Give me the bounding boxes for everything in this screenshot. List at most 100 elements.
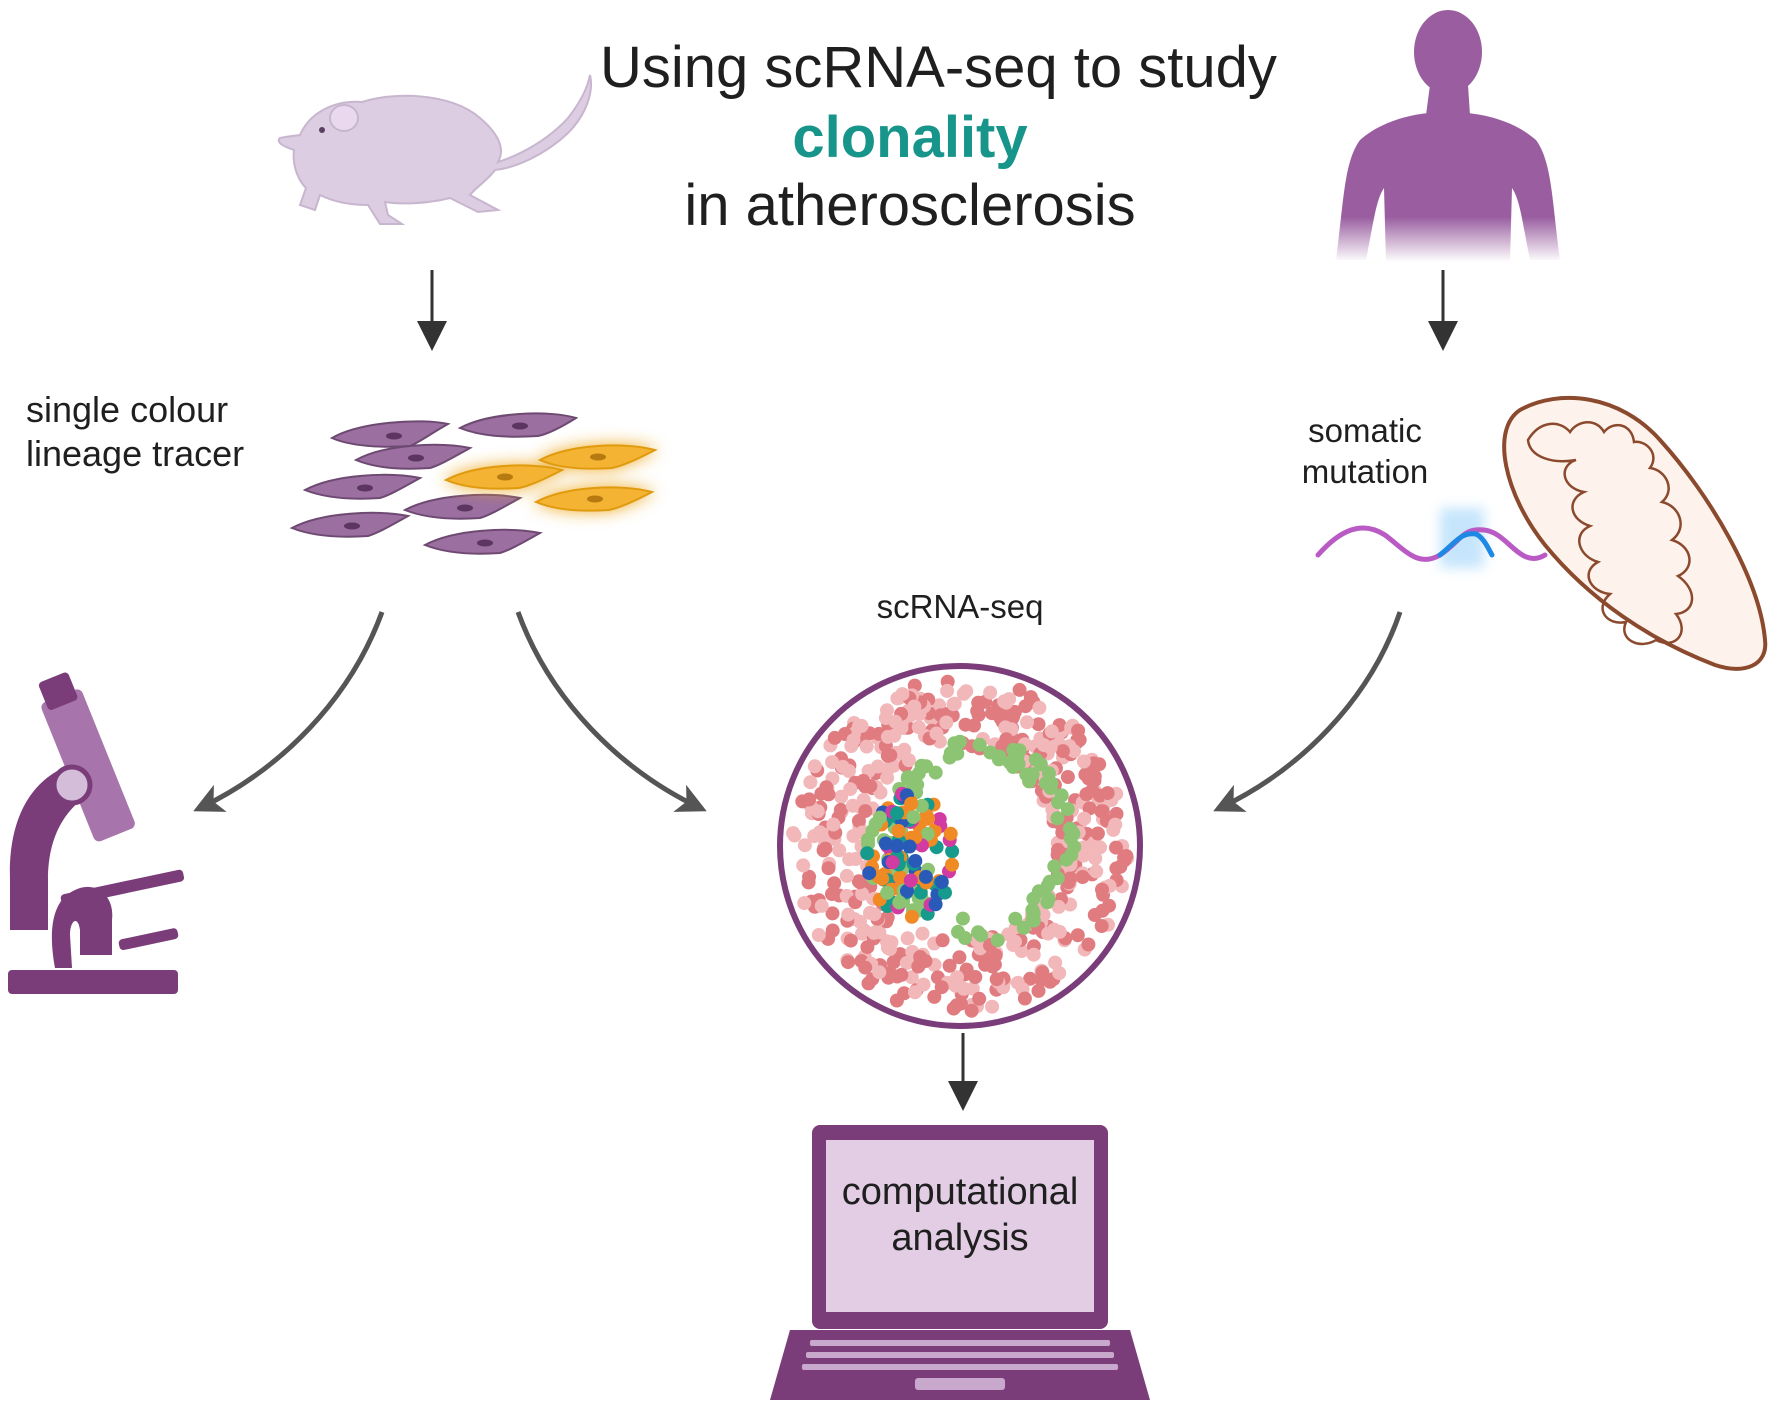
cluster-dot bbox=[902, 839, 917, 854]
cluster-dot bbox=[897, 986, 912, 1001]
cluster-dot bbox=[1006, 760, 1021, 774]
cluster-dot bbox=[891, 824, 906, 838]
cluster-dot bbox=[873, 785, 888, 800]
human-torso-icon bbox=[1336, 10, 1560, 262]
cluster-dot bbox=[1033, 757, 1048, 772]
arrow-mutation-to-scrna bbox=[1213, 611, 1403, 812]
lineage-tracer-label: single colour lineage tracer bbox=[26, 389, 245, 474]
cluster-dot bbox=[1012, 682, 1027, 697]
cluster-dot bbox=[1081, 937, 1096, 952]
cluster-dot bbox=[1051, 899, 1066, 914]
cluster-dot bbox=[1043, 781, 1058, 795]
cluster-dot bbox=[951, 924, 965, 939]
cluster-dot bbox=[826, 817, 841, 832]
cluster-dot bbox=[797, 896, 812, 911]
cluster-dot bbox=[999, 732, 1014, 747]
cluster-dot bbox=[1060, 770, 1075, 784]
cluster-dot bbox=[1109, 840, 1123, 855]
cluster-dot bbox=[867, 907, 882, 922]
cluster-dot bbox=[1095, 882, 1109, 897]
scrna-seq-label: scRNA-seq bbox=[876, 588, 1044, 625]
cluster-dot bbox=[939, 715, 954, 730]
cluster-dot bbox=[972, 737, 987, 752]
cluster-dot bbox=[1041, 766, 1056, 781]
cluster-dot bbox=[1008, 911, 1023, 926]
cluster-dot bbox=[913, 950, 928, 964]
cluster-dot bbox=[1031, 884, 1046, 899]
cluster-dot bbox=[1052, 966, 1067, 981]
cluster-dot bbox=[1050, 871, 1065, 886]
cluster-dot bbox=[885, 855, 900, 870]
cluster-dot bbox=[1032, 700, 1047, 715]
cluster-dot bbox=[1067, 744, 1081, 759]
cluster-dot bbox=[895, 687, 910, 702]
arrow-cells-to-scrna bbox=[515, 611, 707, 812]
cluster-dot bbox=[1094, 919, 1109, 933]
cluster-dot bbox=[1051, 795, 1065, 810]
cluster-dot bbox=[862, 866, 877, 881]
cluster-dot bbox=[1060, 802, 1075, 817]
cluster-dot bbox=[932, 812, 947, 827]
cluster-dot bbox=[880, 885, 895, 900]
cluster-dot bbox=[985, 959, 1000, 974]
cluster-dot bbox=[901, 753, 916, 768]
cluster-dot bbox=[1047, 859, 1062, 874]
cluster-dot bbox=[786, 826, 801, 841]
title-highlight-word: clonality bbox=[792, 105, 1028, 170]
cluster-dot bbox=[1012, 743, 1027, 758]
cluster-dot bbox=[811, 928, 826, 942]
cluster-dot bbox=[1083, 839, 1098, 854]
cluster-dot bbox=[861, 976, 876, 991]
cluster-dot bbox=[1025, 903, 1040, 917]
somatic-mutation-label: somatic mutation bbox=[1301, 412, 1429, 491]
cluster-dot bbox=[825, 887, 839, 901]
cluster-dot bbox=[1108, 817, 1123, 832]
cluster-dot bbox=[918, 869, 933, 884]
cluster-dot bbox=[832, 843, 847, 858]
cluster-dot bbox=[945, 857, 959, 872]
cluster-dot bbox=[845, 798, 860, 813]
cluster-dot bbox=[801, 875, 816, 890]
cluster-dot bbox=[952, 734, 967, 749]
cluster-dot bbox=[797, 838, 812, 853]
cluster-dot bbox=[892, 895, 907, 910]
cluster-dot bbox=[839, 868, 854, 883]
cluster-dot bbox=[983, 745, 998, 760]
cluster-dot bbox=[983, 685, 998, 700]
cluster-dot bbox=[893, 870, 908, 885]
cluster-dot bbox=[1050, 811, 1065, 826]
cluster-dot bbox=[950, 970, 964, 985]
microscope-icon bbox=[8, 672, 185, 994]
cluster-dot bbox=[1008, 934, 1022, 949]
cluster-dot bbox=[821, 787, 836, 802]
cluster-dot bbox=[852, 875, 867, 890]
cluster-dot bbox=[927, 989, 942, 1004]
mouse-icon bbox=[277, 74, 592, 225]
cluster-dot bbox=[920, 826, 935, 841]
cluster-dot bbox=[835, 759, 850, 774]
cluster-dot bbox=[1061, 875, 1076, 890]
cluster-dot bbox=[868, 816, 883, 831]
title-line-3: in atherosclerosis bbox=[684, 173, 1136, 238]
cluster-dot bbox=[1100, 786, 1115, 801]
cluster-dot bbox=[1026, 947, 1041, 962]
cluster-dot bbox=[843, 933, 858, 948]
cluster-dot bbox=[1031, 983, 1046, 998]
cluster-dot bbox=[985, 999, 1000, 1014]
cluster-dot bbox=[934, 980, 949, 995]
cluster-dot bbox=[894, 967, 909, 982]
cluster-dot bbox=[1047, 922, 1062, 937]
cluster-dot bbox=[907, 699, 922, 714]
cluster-dot bbox=[1077, 811, 1092, 826]
cluster-dot bbox=[795, 794, 810, 809]
cluster-dot bbox=[946, 697, 961, 712]
cluster-dot bbox=[906, 810, 921, 824]
cluster-dot bbox=[883, 748, 898, 763]
cluster-dot bbox=[914, 758, 929, 773]
cluster-dot bbox=[967, 718, 981, 733]
umap-plot-icon bbox=[777, 663, 1143, 1029]
arrow-cells-to-microscope bbox=[193, 611, 385, 812]
cluster-dot bbox=[1048, 955, 1063, 970]
cluster-dot bbox=[921, 811, 936, 826]
